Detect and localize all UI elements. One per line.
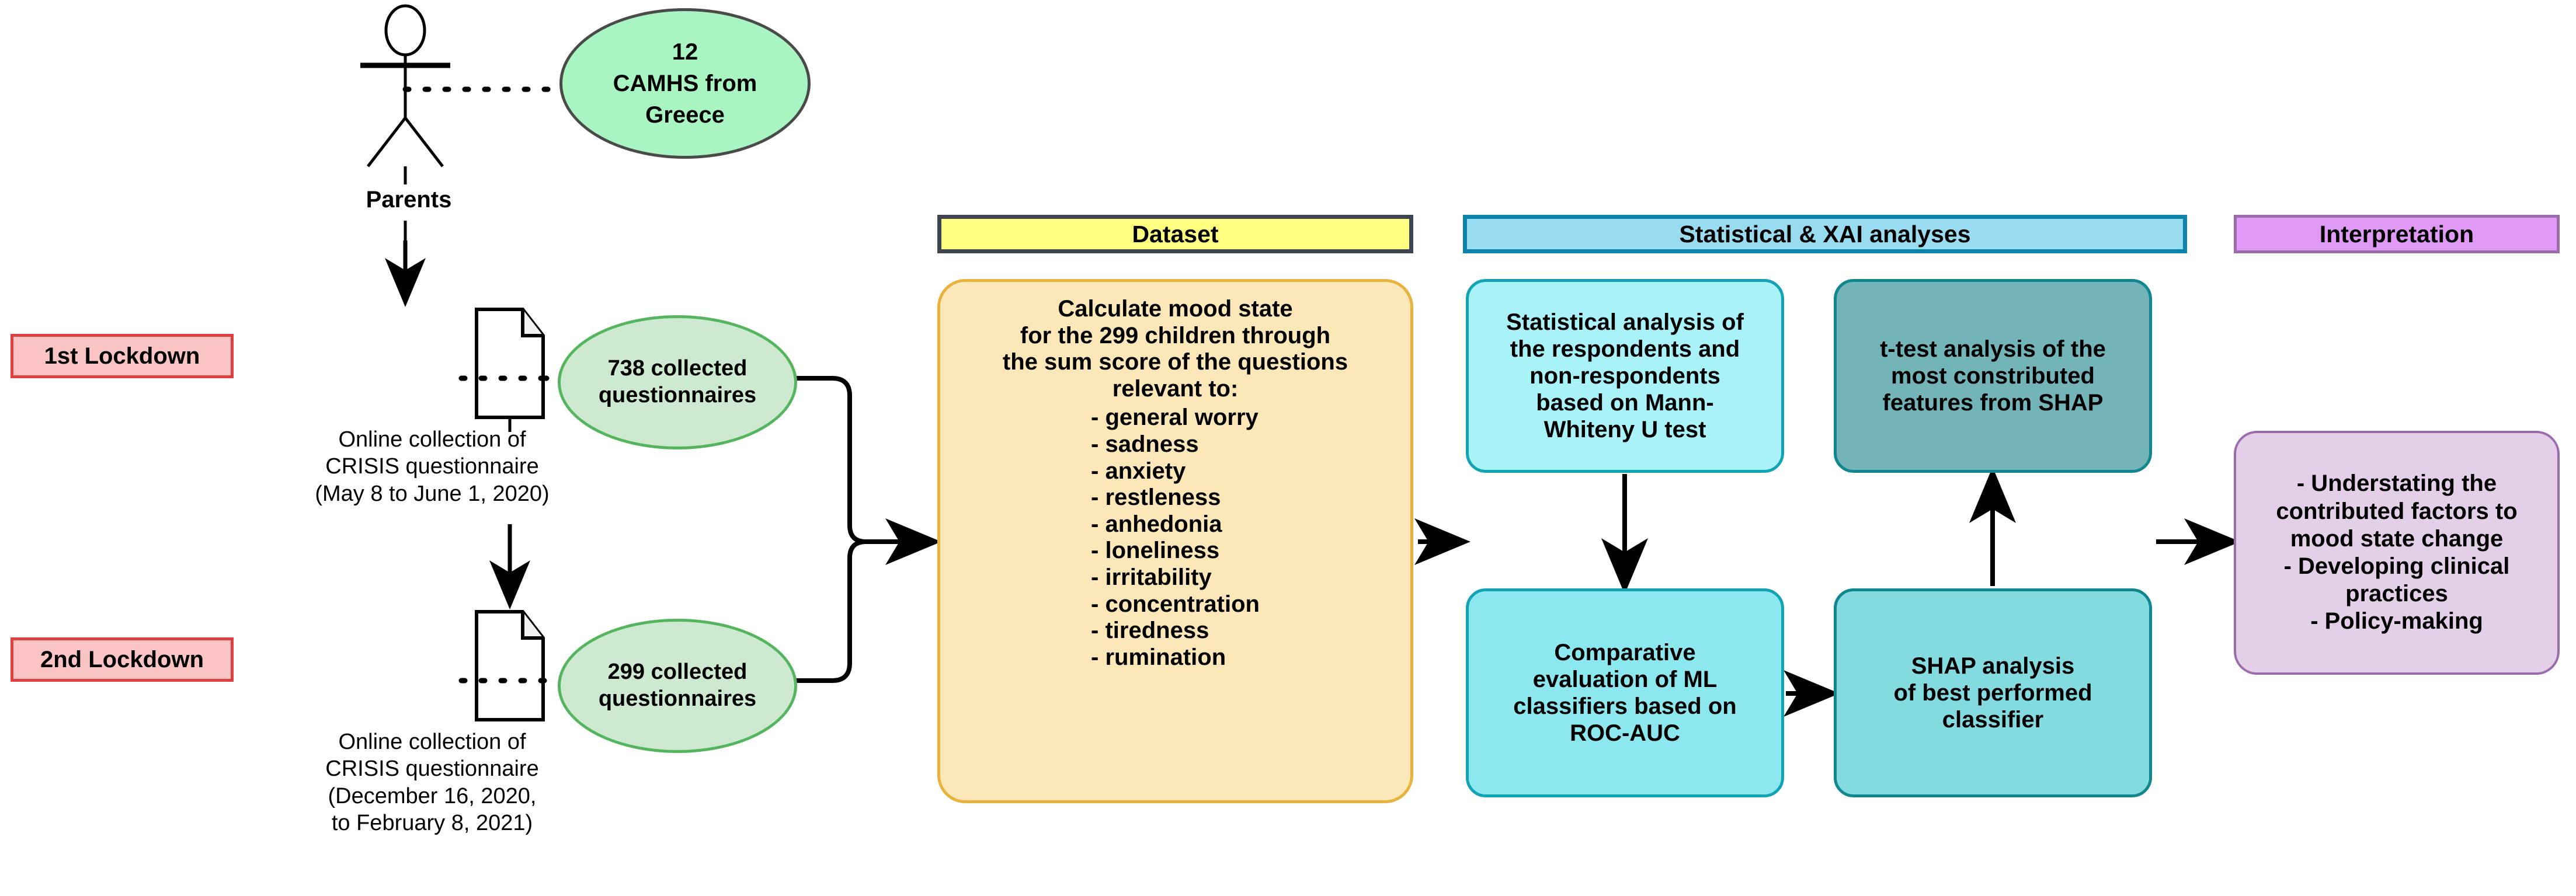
caption-first-line-2: CRISIS questionnaire	[325, 454, 539, 479]
caption-first-collection: Online collection of CRISIS questionnair…	[274, 426, 590, 507]
box-statistical-analysis: Statistical analysis of the respondents …	[1466, 279, 1784, 473]
interp-line-2: contributed factors to	[2276, 498, 2518, 524]
ellipse-299-questionnaires: 299 collected questionnaires	[558, 619, 797, 753]
label-second-lockdown: 2nd Lockdown	[11, 637, 234, 682]
merge-connector-to-dataset	[796, 376, 876, 544]
stat-line-1: Statistical analysis of	[1506, 309, 1744, 335]
actor-label: Parents	[366, 187, 452, 212]
caption-second-collection: Online collection of CRISIS questionnair…	[274, 728, 590, 836]
dataset-bullet-restleness: - restleness	[1091, 484, 1221, 511]
caption-second-line-4: to February 8, 2021)	[331, 811, 533, 836]
stat-line-3: non-respondents	[1529, 363, 1720, 389]
stick-figure-actor-icon	[360, 4, 450, 168]
interp-line-1: - Understating the	[2296, 470, 2497, 497]
label-first-lockdown: 1st Lockdown	[11, 334, 234, 378]
header-interpretation: Interpretation	[2234, 215, 2560, 253]
dataset-bullet-loneliness: - loneliness	[1091, 538, 1220, 564]
caption-first-line-3: (May 8 to June 1, 2020)	[315, 481, 550, 506]
dataset-lead-1: Calculate mood state	[1058, 296, 1293, 322]
dataset-bullet-rumination: - rumination	[1091, 644, 1226, 670]
interp-line-5: practices	[2345, 581, 2448, 607]
stat-line-4: based on Mann-	[1536, 390, 1714, 416]
dataset-lead-3: the sum score of the questions	[1002, 349, 1348, 375]
box-comparative-evaluation: Comparative evaluation of ML classifiers…	[1466, 588, 1784, 797]
stat-line-2: the respondents and	[1510, 336, 1740, 362]
caption-second-line-2: CRISIS questionnaire	[325, 756, 539, 782]
interp-line-6: - Policy-making	[2310, 608, 2483, 634]
dataset-bullet-anhedonia: - anhedonia	[1091, 511, 1222, 537]
box-ttest-analysis: t-test analysis of the most constributed…	[1834, 279, 2152, 473]
collected-first-line-1: 738 collected	[607, 356, 748, 381]
dataset-bullet-sadness: - sadness	[1091, 431, 1199, 457]
dataset-lead-2: for the 299 children through	[1020, 322, 1331, 348]
camhs-line-1: 12	[672, 39, 698, 65]
box-shap-analysis: SHAP analysis of best performed classifi…	[1834, 588, 2152, 797]
document-page-icon	[475, 308, 545, 419]
collected-second-line-1: 299 collected	[607, 660, 748, 685]
comparative-line-1: Comparative	[1554, 640, 1696, 665]
caption-second-line-3: (December 16, 2020,	[328, 783, 537, 808]
comparative-line-4: ROC-AUC	[1570, 720, 1680, 746]
dataset-bullet-general-worry: - general worry	[1091, 405, 1259, 431]
dataset-bullet-anxiety: - anxiety	[1091, 458, 1186, 484]
ellipse-738-questionnaires: 738 collected questionnaires	[558, 315, 797, 449]
stat-line-5: Whiteny U test	[1543, 417, 1706, 442]
comparative-line-2: evaluation of ML	[1532, 667, 1718, 692]
panel-interpretation-content: - Understating the contributed factors t…	[2234, 431, 2560, 675]
interp-line-3: mood state change	[2290, 525, 2504, 552]
shap-line-1: SHAP analysis	[1911, 653, 2075, 679]
collected-second-line-2: questionnaires	[598, 686, 757, 711]
document-page-icon	[475, 610, 545, 721]
caption-first-line-1: Online collection of	[338, 427, 526, 452]
panel-dataset-content: Calculate mood state for the 299 childre…	[937, 279, 1413, 803]
dataset-bullet-irritability: - irritability	[1091, 564, 1212, 590]
camhs-line-2: CAMHS from	[613, 71, 757, 96]
ttest-line-2: most constributed	[1891, 363, 2095, 389]
ttest-line-3: features from SHAP	[1882, 390, 2104, 416]
dataset-bullet-concentration: - concentration	[1091, 591, 1260, 617]
camhs-line-3: Greece	[645, 102, 725, 128]
ttest-line-1: t-test analysis of the	[1880, 336, 2106, 362]
header-dataset: Dataset	[937, 215, 1413, 253]
shap-line-3: classifier	[1942, 707, 2044, 733]
shap-line-2: of best performed	[1893, 680, 2092, 706]
interp-line-4: - Developing clinical	[2283, 553, 2510, 579]
collected-first-line-2: questionnaires	[598, 383, 757, 407]
dataset-lead-4: relevant to:	[1112, 375, 1239, 402]
dataset-bullet-tiredness: - tiredness	[1091, 618, 1209, 644]
comparative-line-3: classifiers based on	[1513, 693, 1737, 719]
header-statistical-xai-analyses: Statistical & XAI analyses	[1463, 215, 2187, 253]
caption-second-line-1: Online collection of	[338, 730, 526, 754]
ellipse-camhs-greece: 12 CAMHS from Greece	[559, 8, 811, 159]
